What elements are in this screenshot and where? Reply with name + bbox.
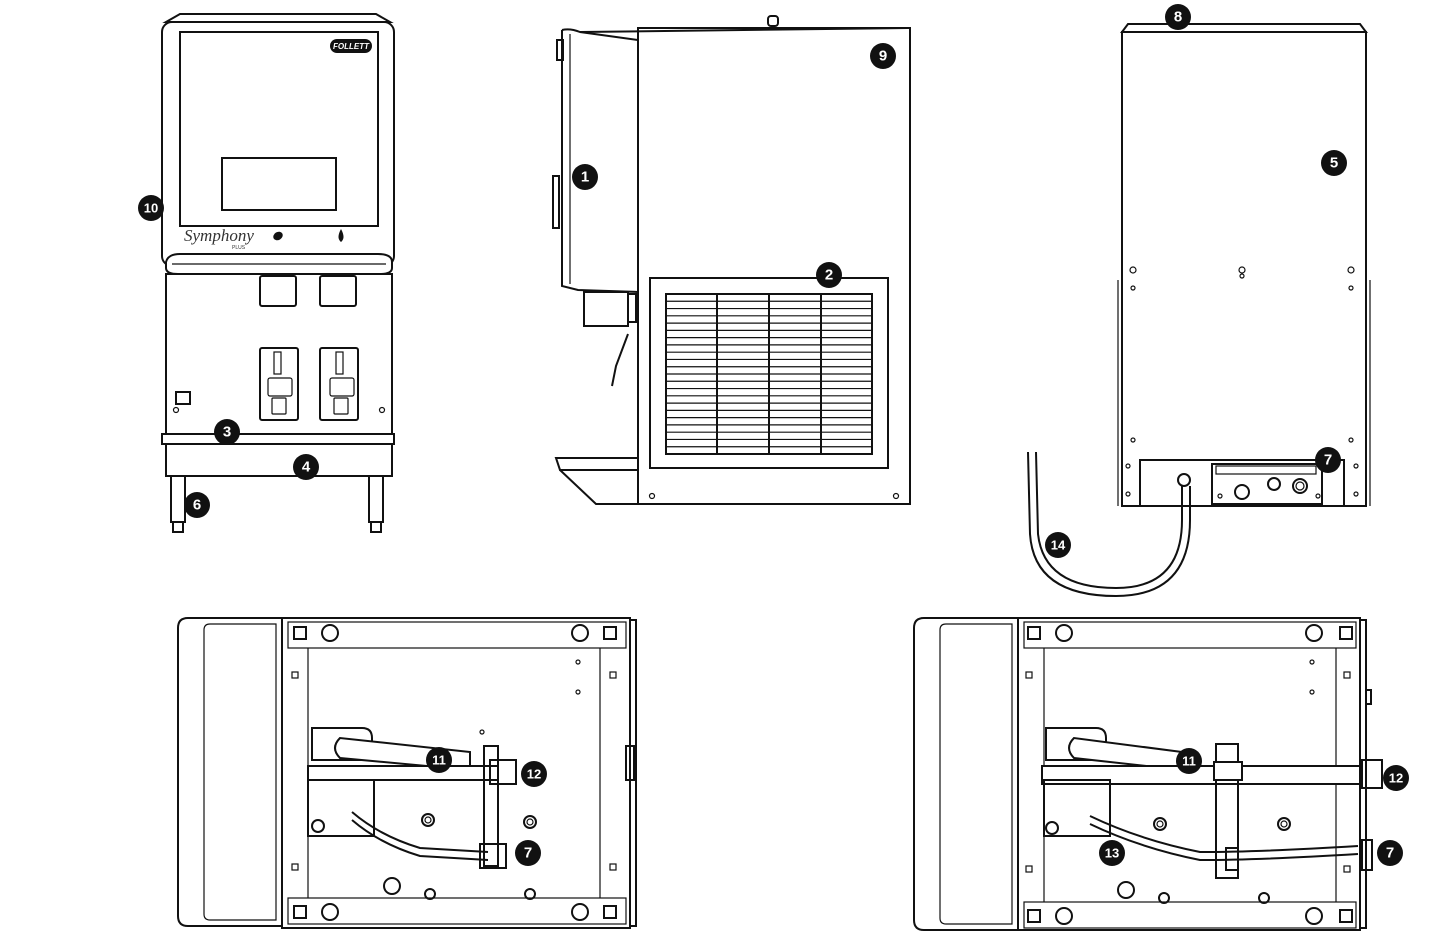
bottom-view-right <box>913 617 1383 931</box>
push-plate-right <box>319 347 359 421</box>
water-drop-icon <box>338 229 344 242</box>
ice-icon <box>273 231 283 241</box>
svg-text:11: 11 <box>1182 754 1196 769</box>
svg-text:12: 12 <box>527 767 541 782</box>
callout-5: 5 <box>1321 150 1347 176</box>
callout-14: 14 <box>1045 532 1071 558</box>
callout-7-bottom-left: 7 <box>515 840 541 866</box>
svg-text:9: 9 <box>879 48 887 65</box>
callouts: 1 2 3 4 5 6 7 7 7 8 9 10 11 11 12 12 13 … <box>138 4 1409 866</box>
bottom-view-left <box>177 617 637 929</box>
callout-7-bottom-right: 7 <box>1377 840 1403 866</box>
callout-10: 10 <box>138 195 164 221</box>
product-name: Symphony <box>184 226 254 245</box>
callout-8: 8 <box>1165 4 1191 30</box>
push-plate-left <box>259 347 299 421</box>
callout-7-rear: 7 <box>1315 447 1341 473</box>
callout-11-bottom-right: 11 <box>1176 748 1202 774</box>
side-view <box>552 15 911 505</box>
svg-text:10: 10 <box>144 201 158 216</box>
svg-text:7: 7 <box>1386 845 1394 862</box>
svg-text:2: 2 <box>825 267 833 284</box>
product-subtext: PLUS <box>232 245 246 251</box>
callout-4: 4 <box>293 454 319 480</box>
brand-logo: FOLLETT <box>330 39 372 53</box>
svg-text:6: 6 <box>193 497 201 514</box>
callout-3: 3 <box>214 419 240 445</box>
svg-text:FOLLETT: FOLLETT <box>333 42 370 51</box>
callout-12-bottom-right: 12 <box>1383 765 1409 791</box>
front-view: FOLLETT Symphony PLUS <box>161 13 395 533</box>
svg-text:1: 1 <box>581 169 589 186</box>
callout-13: 13 <box>1099 840 1125 866</box>
callout-1: 1 <box>572 164 598 190</box>
svg-text:7: 7 <box>1324 452 1332 469</box>
callout-12-bottom-left: 12 <box>521 761 547 787</box>
svg-text:14: 14 <box>1051 538 1066 553</box>
callout-6: 6 <box>184 492 210 518</box>
svg-text:13: 13 <box>1105 846 1119 861</box>
svg-text:3: 3 <box>223 424 231 441</box>
svg-text:12: 12 <box>1389 771 1403 786</box>
svg-text:11: 11 <box>432 753 446 768</box>
svg-text:8: 8 <box>1174 9 1182 26</box>
callout-2: 2 <box>816 262 842 288</box>
callout-9: 9 <box>870 43 896 69</box>
callout-11-bottom-left: 11 <box>426 747 452 773</box>
svg-text:4: 4 <box>302 459 311 476</box>
rear-view <box>1027 23 1371 598</box>
svg-text:5: 5 <box>1330 155 1338 172</box>
svg-text:7: 7 <box>524 845 532 862</box>
